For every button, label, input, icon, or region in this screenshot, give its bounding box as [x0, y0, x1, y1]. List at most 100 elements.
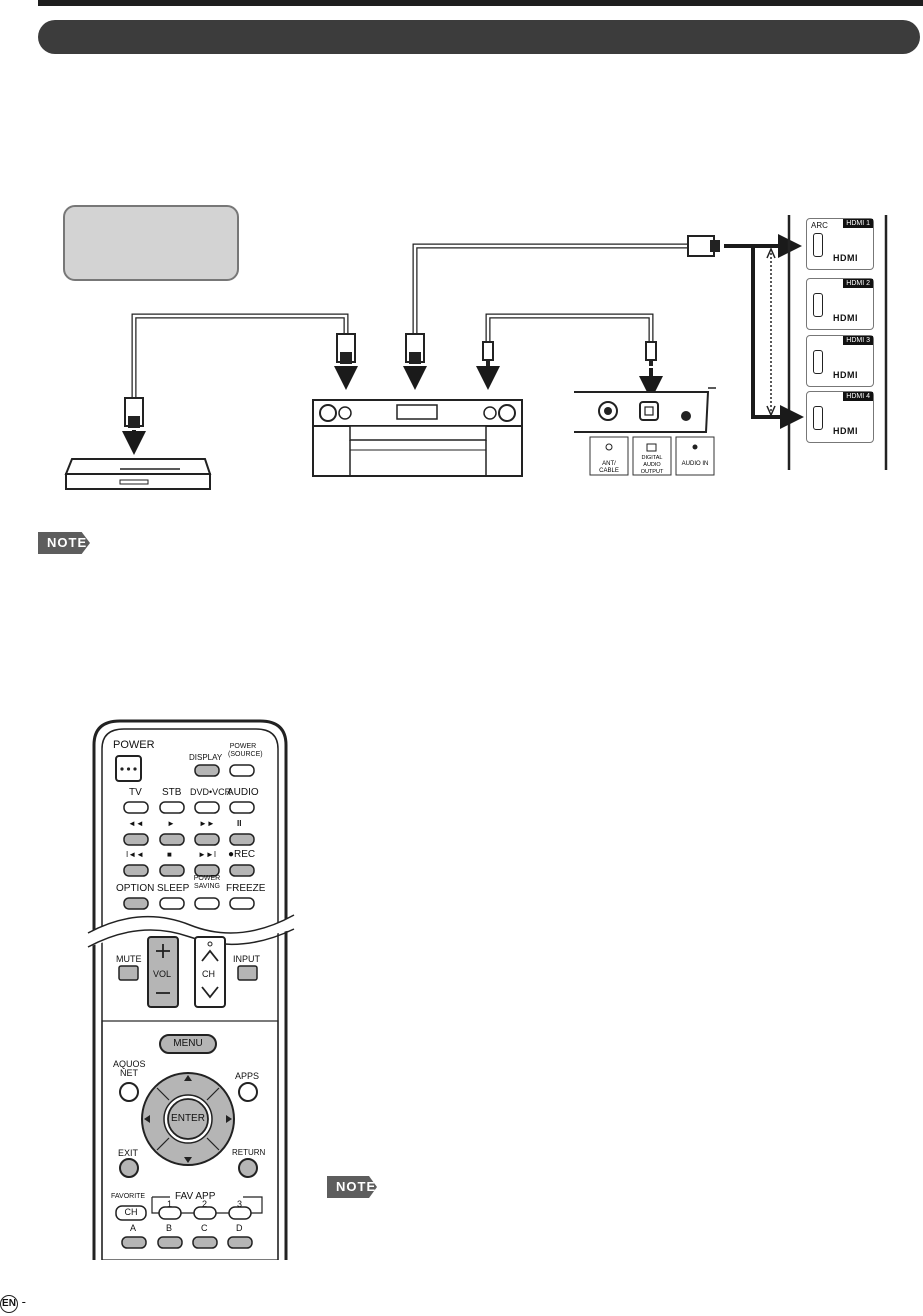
av-receiver-device	[312, 399, 523, 477]
apps-button[interactable]	[238, 1082, 258, 1102]
play-icon: ►	[167, 819, 175, 828]
c-button[interactable]	[192, 1236, 218, 1249]
tv-label: TV	[129, 787, 142, 798]
audio-button[interactable]	[229, 801, 255, 814]
hdmi-port-4: HDMI 4 HDMI	[806, 391, 874, 443]
hdmi-socket-icon	[813, 293, 823, 317]
option-label: OPTION	[116, 883, 155, 894]
display-label: DISPLAY	[189, 753, 223, 762]
favorite-ch-label: CH	[124, 1207, 138, 1217]
option-button[interactable]	[123, 897, 149, 910]
rewind-icon: ◄◄	[128, 819, 144, 828]
fav-app-1-button[interactable]	[158, 1206, 182, 1220]
enter-button[interactable]	[167, 1098, 209, 1140]
stb-button[interactable]	[159, 801, 185, 814]
connection-diagram: ANT/ CABLE DIGITAL AUDIO OUTPUT AUDIO IN	[64, 215, 888, 490]
a-button[interactable]	[121, 1236, 147, 1249]
stop-button[interactable]	[159, 864, 185, 877]
hdmi-plug-avr-2	[405, 333, 425, 364]
stb-label: STB	[162, 787, 182, 798]
rewind-button[interactable]	[123, 833, 149, 846]
pause-button[interactable]	[229, 833, 255, 846]
sleep-button[interactable]	[159, 897, 185, 910]
hdmi-plug-bdplayer	[124, 397, 144, 428]
hdmi-port-2: HDMI 2 HDMI	[806, 278, 874, 330]
connect-arrows	[122, 234, 802, 455]
fast-forward-icon: ►►	[199, 819, 215, 828]
freeze-label: FREEZE	[226, 883, 266, 894]
optical-plug-avr	[482, 341, 494, 366]
skip-forward-icon: ►►I	[198, 850, 217, 859]
aquos-net-button[interactable]	[119, 1082, 139, 1102]
audio-label: AUDIO	[227, 787, 259, 798]
label-placeholder-box	[63, 205, 239, 281]
hdmi-port-label: HDMI 3	[843, 336, 873, 345]
cable-bdplayer-to-avr	[131, 313, 349, 398]
display-button[interactable]	[194, 764, 220, 777]
enter-label: ENTER	[171, 1113, 205, 1124]
input-button[interactable]	[237, 965, 258, 981]
page-dash: -	[21, 1294, 26, 1309]
note-badge: NOTE	[327, 1176, 377, 1198]
hdmi-socket-icon	[813, 406, 823, 430]
hdmi-logo: HDMI	[833, 313, 858, 323]
jack-label-digital: DIGITAL	[642, 455, 663, 461]
volume-rocker[interactable]	[147, 936, 179, 1008]
power-saving-label: POWER SAVING	[193, 875, 221, 890]
menu-button[interactable]	[159, 1034, 217, 1054]
fav-app-2-label: 2	[202, 1199, 208, 1209]
fav-app-1-label: 1	[167, 1199, 173, 1209]
hdmi-logo: HDMI	[833, 426, 858, 436]
power-source-label: POWER (SOURCE)	[228, 743, 263, 758]
channel-rocker[interactable]	[194, 936, 226, 1008]
fast-forward-button[interactable]	[194, 833, 220, 846]
optical-plug-tv	[645, 341, 657, 366]
mute-label: MUTE	[116, 954, 142, 964]
c-label: C	[201, 1223, 208, 1233]
rec-label: ●REC	[228, 849, 256, 860]
hdmi-port-label: HDMI 4	[843, 392, 873, 401]
freeze-button[interactable]	[229, 897, 255, 910]
return-label: RETURN	[232, 1148, 266, 1157]
exit-button[interactable]	[119, 1158, 139, 1178]
skip-forward-button[interactable]	[194, 864, 220, 877]
arrow-left-icon	[144, 1115, 150, 1123]
dvd-vcr-button[interactable]	[194, 801, 220, 814]
favorite-ch-button[interactable]	[115, 1205, 147, 1221]
d-button[interactable]	[227, 1236, 253, 1249]
hdmi-port-label: HDMI 1	[843, 219, 873, 228]
favorite-label: FAVORITE	[111, 1193, 146, 1200]
hdmi-socket-icon	[813, 233, 823, 257]
footer-language: EN -	[0, 1294, 26, 1313]
fav-app-3-button[interactable]	[228, 1206, 252, 1220]
hdmi-socket-icon	[813, 350, 823, 374]
power-source-button[interactable]	[229, 764, 255, 777]
hdmi-port-1: ARC HDMI 1 HDMI	[806, 218, 874, 270]
arrow-up-icon	[184, 1075, 192, 1081]
tv-button[interactable]	[123, 801, 149, 814]
remote-control-illustration	[87, 719, 295, 1260]
remote-labels: POWER DISPLAY POWER (SOURCE) TV STB DVD•…	[80, 715, 300, 1260]
mute-button[interactable]	[118, 965, 139, 981]
language-badge: EN	[0, 1295, 18, 1313]
note-badge: NOTE	[38, 532, 90, 554]
d-label: D	[236, 1223, 243, 1233]
skip-back-icon: I◄◄	[126, 850, 145, 859]
fav-app-2-button[interactable]	[193, 1206, 217, 1220]
skip-back-button[interactable]	[123, 864, 149, 877]
power-saving-button[interactable]	[194, 897, 220, 910]
power-label: POWER	[113, 739, 155, 751]
play-button[interactable]	[159, 833, 185, 846]
tv-hdmi-panel	[751, 215, 888, 470]
rec-button[interactable]	[229, 864, 255, 877]
menu-label: MENU	[173, 1038, 203, 1049]
return-button[interactable]	[238, 1158, 258, 1178]
apps-label: APPS	[235, 1071, 260, 1081]
stop-icon: ■	[167, 850, 172, 859]
hdmi-logo: HDMI	[833, 370, 858, 380]
b-button[interactable]	[157, 1236, 183, 1249]
ch-label: CH	[202, 969, 215, 979]
hdmi-port-label: HDMI 2	[843, 279, 873, 288]
cable-optical	[485, 313, 654, 342]
fav-app-label: FAV APP	[173, 1191, 218, 1202]
